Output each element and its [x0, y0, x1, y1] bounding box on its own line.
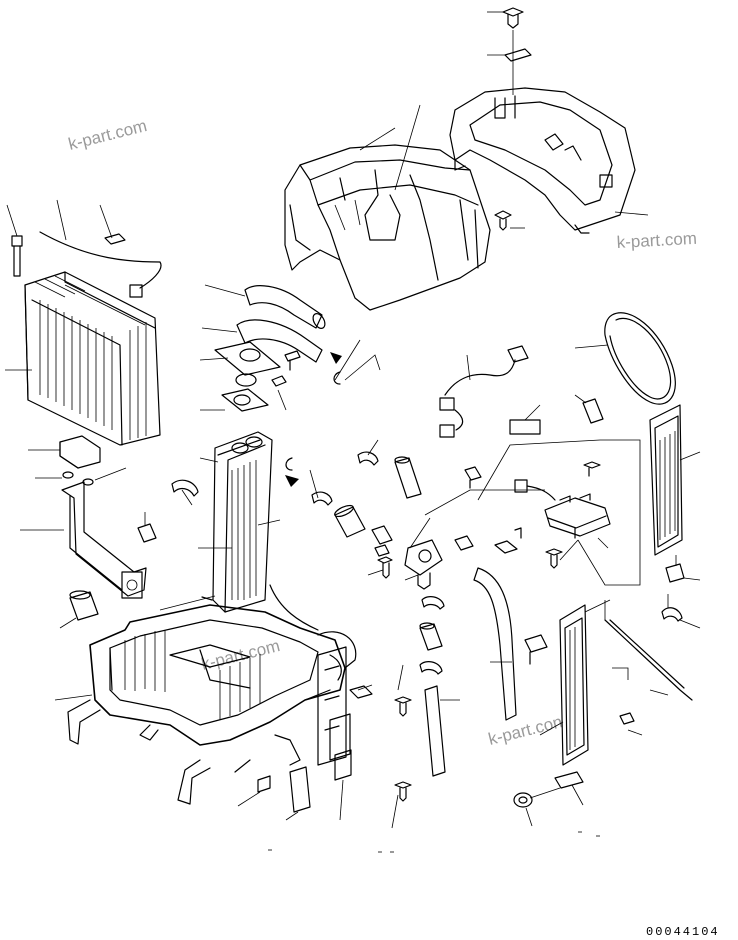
air-filter	[649, 404, 701, 556]
drain-plug	[137, 512, 157, 543]
seal-ring	[221, 388, 269, 412]
reference-marks	[268, 831, 600, 853]
hose-clamp-left	[171, 479, 199, 506]
drawing-code: 00044104	[646, 925, 720, 939]
drain-hose-center	[419, 622, 460, 777]
top-bolt	[487, 7, 524, 29]
small-clip-bottom	[237, 775, 271, 807]
mount-bolt-lower	[391, 781, 412, 829]
upper-bracket-frame	[449, 87, 649, 234]
case-bracket-right	[317, 646, 347, 766]
water-valve	[404, 517, 443, 590]
hose-clamp-center	[309, 469, 333, 506]
filter-clamp	[661, 594, 701, 629]
watermark-right: k-part.com	[616, 229, 697, 252]
bracket-mount	[329, 713, 352, 821]
cable-clip	[619, 712, 643, 736]
bracket-plate	[509, 404, 541, 435]
evaporator-core	[5, 271, 161, 446]
clip-upper-right	[574, 394, 604, 424]
recirc-filter	[539, 599, 611, 766]
expansion-valve	[28, 435, 101, 469]
screw-right	[545, 548, 563, 569]
refrigerant-pipe	[20, 481, 147, 599]
case-pipe-connector	[269, 584, 357, 681]
connector-harness	[439, 345, 529, 438]
watermark-center: k-part.com	[199, 636, 282, 674]
wire-clip	[99, 204, 126, 245]
grommet-bottom	[513, 787, 561, 827]
mount-clip	[349, 684, 373, 699]
seal-ring-large	[574, 312, 676, 405]
blower-cover	[284, 104, 491, 311]
hose-straight	[394, 456, 422, 499]
air-conditioner-case	[54, 595, 346, 805]
thermistor-wire	[39, 199, 162, 298]
heater-hose-upper	[204, 284, 326, 329]
watermark-top-left: k-part.com	[66, 116, 149, 154]
relay-switch	[485, 479, 611, 561]
grommet-plate	[199, 341, 301, 411]
rubber-sleeve	[59, 590, 99, 629]
hose-short	[334, 504, 366, 538]
top-clip	[487, 30, 532, 95]
arrow-mark-heater	[285, 457, 299, 487]
evaporator-bolt	[6, 204, 23, 277]
hose-joint	[371, 525, 393, 557]
filter-clip	[665, 555, 701, 583]
cable-rod	[604, 600, 693, 701]
heater-hose-lower	[201, 319, 323, 363]
mount-bolt-upper	[394, 664, 412, 717]
screw-center	[367, 556, 393, 579]
hose-clip-right	[357, 439, 379, 466]
drain-hose-right	[473, 567, 517, 721]
hose-clip-bracket	[524, 634, 548, 665]
o-ring-small	[35, 467, 127, 486]
heater-core	[198, 431, 281, 613]
bracket-bottom	[285, 766, 311, 821]
connector-small	[454, 466, 522, 554]
clamp-center-lower	[421, 596, 445, 610]
arrow-mark-upper	[330, 339, 361, 385]
cover-screw	[494, 210, 525, 231]
watermark-bottom-right: k-part.con	[486, 712, 564, 749]
bracket-bottom-right	[554, 771, 584, 806]
screw-upper-right	[583, 461, 601, 477]
wire-routing	[344, 354, 641, 586]
